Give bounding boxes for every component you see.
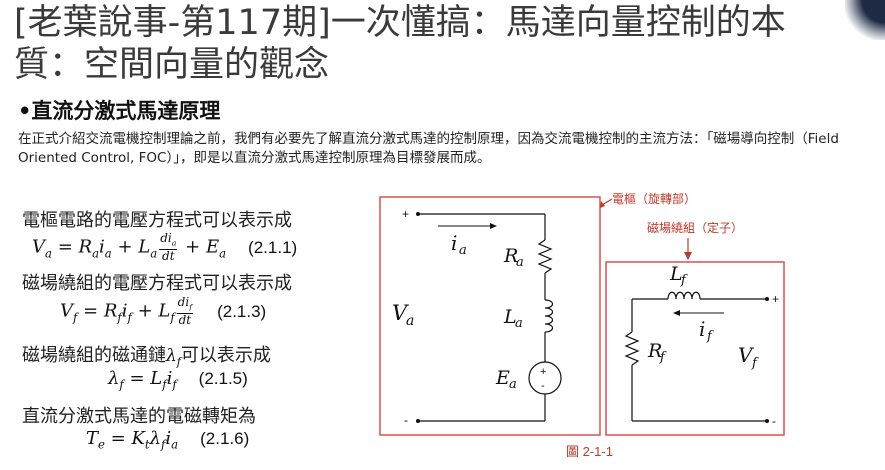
equation-number: (2.1.6) bbox=[200, 429, 250, 448]
svg-text:f: f bbox=[680, 273, 688, 288]
equation-number: (2.1.3) bbox=[217, 301, 267, 321]
armature-voltage-text: 電樞電路的電壓方程式可以表示成 bbox=[22, 210, 292, 231]
svg-text:a: a bbox=[406, 313, 414, 329]
figure-caption: 圖 2-1-1 bbox=[566, 444, 613, 459]
plus-sign: + bbox=[772, 292, 779, 306]
svg-text:f: f bbox=[659, 350, 667, 365]
svg-text:V: V bbox=[392, 301, 409, 325]
svg-text:a: a bbox=[515, 316, 523, 331]
svg-text:V: V bbox=[738, 343, 755, 367]
torque-text: 直流分激式馬達的電磁轉矩為 bbox=[22, 406, 256, 427]
flux-linkage-text-a: 磁場繞組的磁通鏈 bbox=[22, 345, 166, 366]
resistor-rf bbox=[624, 331, 640, 366]
svg-text:R: R bbox=[503, 245, 518, 267]
svg-text:+: + bbox=[540, 366, 546, 378]
field-label: 磁場繞組（定子） bbox=[647, 220, 743, 235]
field-box bbox=[605, 261, 785, 436]
svg-text:a: a bbox=[459, 243, 467, 258]
svg-text:i: i bbox=[451, 231, 457, 255]
equation-torque: Te = Ktλfia(2.1.6) bbox=[86, 428, 250, 452]
intro-paragraph: 在正式介紹交流電機控制理論之前，我們有必要先了解直流分激式馬達的控制原理，因為交… bbox=[18, 131, 839, 166]
svg-text:f: f bbox=[706, 329, 714, 344]
corner-decoration bbox=[845, 0, 885, 40]
field-voltage-text: 磁場繞組的電壓方程式可以表示成 bbox=[22, 273, 292, 294]
page-title: [老葉說事-第117期]一次懂搞：馬達向量控制的本質：空間向量的觀念 bbox=[14, 3, 786, 85]
svg-text:i: i bbox=[699, 317, 705, 341]
equation-number: (2.1.1) bbox=[248, 237, 298, 257]
inductor-lf bbox=[667, 291, 701, 300]
svg-text:-: - bbox=[541, 380, 545, 392]
equation-flux-linkage: λf = Lfif(2.1.5) bbox=[108, 368, 248, 392]
flux-linkage-text: 磁場繞組的磁通鏈λf可以表示成 bbox=[22, 345, 271, 369]
inductor-la bbox=[544, 299, 554, 333]
svg-text:L: L bbox=[669, 263, 683, 285]
plus-sign: + bbox=[402, 207, 409, 221]
svg-text:a: a bbox=[516, 255, 524, 270]
resistor-ra bbox=[537, 239, 553, 274]
section-heading: •直流分激式馬達原理 bbox=[18, 99, 221, 123]
svg-text:E: E bbox=[495, 367, 510, 389]
svg-text:a: a bbox=[509, 377, 517, 392]
flux-linkage-text-b: 可以表示成 bbox=[180, 345, 271, 366]
svg-text:L: L bbox=[503, 306, 517, 328]
minus-sign: - bbox=[404, 413, 408, 427]
svg-text:R: R bbox=[647, 340, 662, 362]
svg-text:f: f bbox=[751, 356, 759, 371]
minus-sign: - bbox=[772, 414, 776, 428]
armature-label: 電樞（旋轉部） bbox=[612, 191, 696, 206]
armature-box bbox=[379, 196, 601, 436]
equation-number: (2.1.5) bbox=[198, 369, 248, 388]
